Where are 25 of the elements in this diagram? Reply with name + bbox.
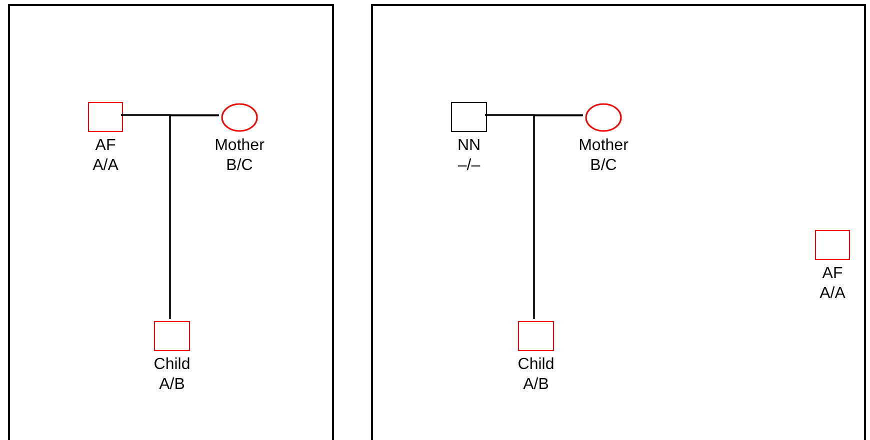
male-square (154, 321, 190, 351)
male-square (451, 102, 487, 132)
person-name: Mother (578, 136, 628, 156)
genotype-label: B/C (226, 156, 253, 176)
pedigree-line (169, 114, 219, 319)
genotype-label: A/B (523, 375, 549, 395)
male-square (518, 321, 554, 351)
person-name: AF (95, 136, 116, 156)
female-circle (221, 103, 258, 132)
person-name: Mother (214, 136, 264, 156)
male-square (815, 230, 850, 260)
male-square (88, 102, 123, 132)
person-name: AF (822, 264, 843, 284)
person-name: NN (457, 136, 481, 156)
panel-frame (8, 4, 334, 440)
genotype-label: A/B (159, 375, 185, 395)
genotype-label: B/C (590, 156, 617, 176)
genotype-label: –/– (458, 156, 480, 176)
genotype-label: A/A (92, 156, 118, 176)
panel-frame (371, 4, 866, 440)
pedigree-line (533, 114, 583, 319)
person-name: Child (154, 355, 190, 375)
person-name: Child (518, 355, 554, 375)
genotype-label: A/A (820, 284, 846, 304)
female-circle (585, 103, 622, 132)
